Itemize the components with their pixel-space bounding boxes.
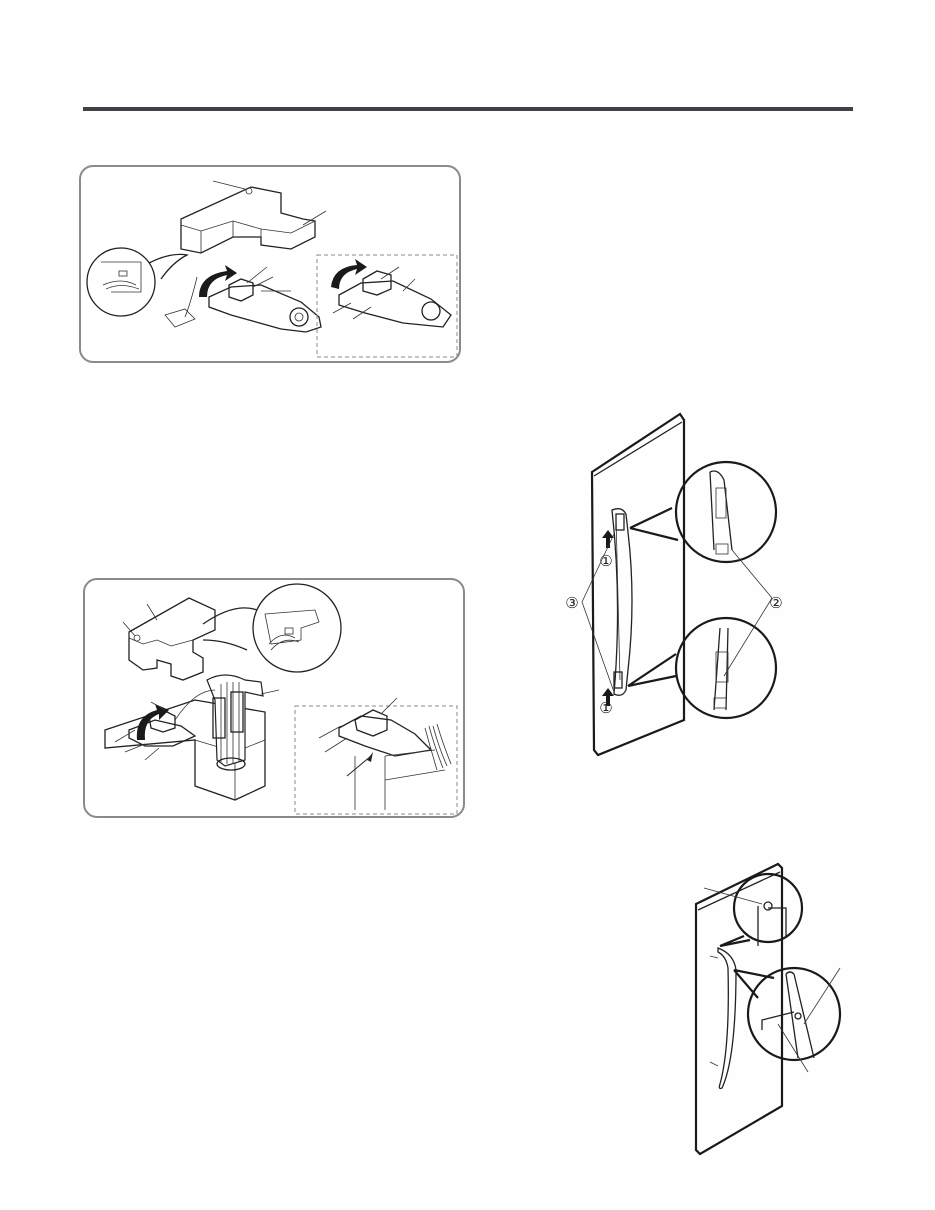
figure-door-slim-handle <box>690 858 860 1163</box>
figure-cover-and-harness <box>83 578 465 818</box>
step-1-marker-bottom: ① <box>599 699 612 717</box>
step-2-marker: ② <box>769 594 782 612</box>
figure-door-handle-mount: ① ① ② ③ <box>548 410 798 765</box>
step-1-marker-top: ① <box>599 552 612 570</box>
step-3-marker: ③ <box>565 594 578 612</box>
harness-illustration <box>104 583 458 815</box>
door-handle-illustration: ① ① ② ③ <box>565 412 783 757</box>
header-rule <box>83 107 853 111</box>
figure-cover-and-clamp <box>79 165 461 363</box>
cover-clamp-illustration <box>86 180 458 358</box>
slim-handle-illustration <box>694 862 842 1156</box>
